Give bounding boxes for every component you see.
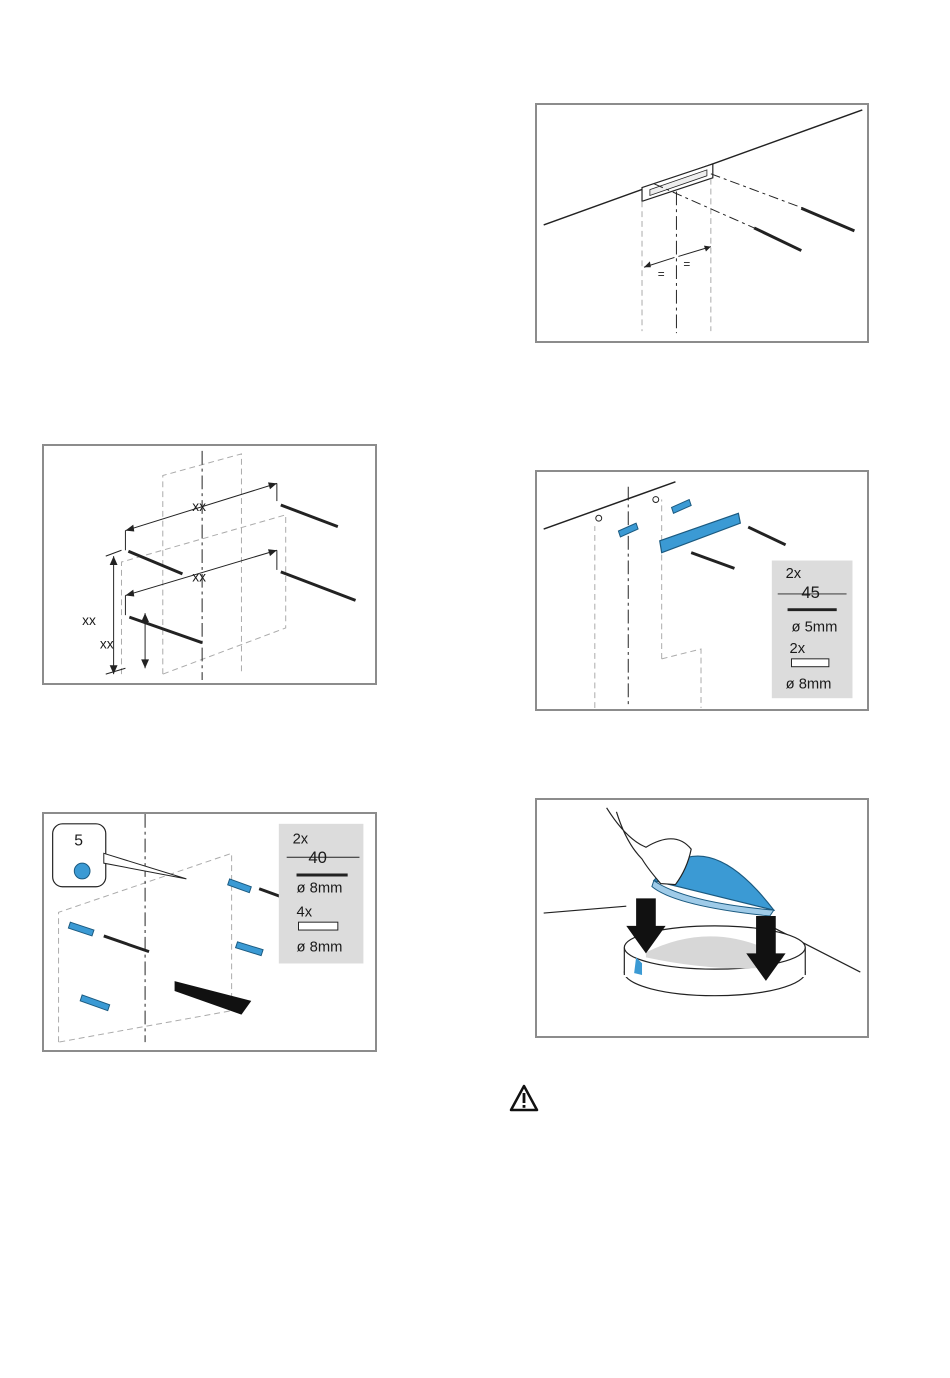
screw-length: 40 bbox=[308, 848, 327, 867]
screw-qty: 2x bbox=[786, 566, 802, 582]
ceiling-bracket-illustration: = = bbox=[537, 105, 867, 341]
wall-drilling-illustration: xx xx xx xx bbox=[44, 446, 375, 683]
dim-middle-label: xx bbox=[192, 570, 206, 585]
hand-illustration bbox=[607, 808, 692, 885]
plug-diameter: ø 8mm bbox=[786, 676, 832, 692]
wall-mount-illustration: 5 2x 40 ø 8mm 4x ø 8mm bbox=[44, 814, 375, 1050]
figure-wall-drilling: xx xx xx xx bbox=[42, 444, 377, 685]
figure-bracket-mount: 2x 45 ø 5mm 2x ø 8mm bbox=[535, 470, 869, 711]
direction-arrow-icon bbox=[175, 981, 252, 1014]
valve-insert-illustration bbox=[537, 800, 867, 1036]
bracket-mount-illustration: 2x 45 ø 5mm 2x ø 8mm bbox=[537, 472, 867, 709]
dim-height-inner-label: xx bbox=[100, 637, 114, 652]
warning-triangle-icon bbox=[509, 1084, 539, 1112]
screw-diameter: ø 5mm bbox=[791, 619, 837, 635]
screw-head-icon bbox=[74, 863, 90, 879]
figure-valve-insert bbox=[535, 798, 869, 1038]
plug-qty: 4x bbox=[297, 904, 313, 920]
detail-number: 5 bbox=[74, 832, 83, 849]
dim-height-outer-label: xx bbox=[82, 613, 96, 628]
equal-mark-right: = bbox=[683, 257, 690, 271]
equal-mark-left: = bbox=[658, 267, 665, 281]
dim-top-label: xx bbox=[192, 499, 206, 514]
plug-qty: 2x bbox=[790, 641, 806, 657]
screw-diameter: ø 8mm bbox=[297, 881, 343, 897]
screw-qty: 2x bbox=[293, 832, 309, 848]
figure-ceiling-bracket: = = bbox=[535, 103, 869, 343]
plug-diameter: ø 8mm bbox=[297, 940, 343, 956]
figure-wall-mount: 5 2x 40 ø 8mm 4x ø 8mm bbox=[42, 812, 377, 1052]
screw-length: 45 bbox=[801, 583, 820, 602]
